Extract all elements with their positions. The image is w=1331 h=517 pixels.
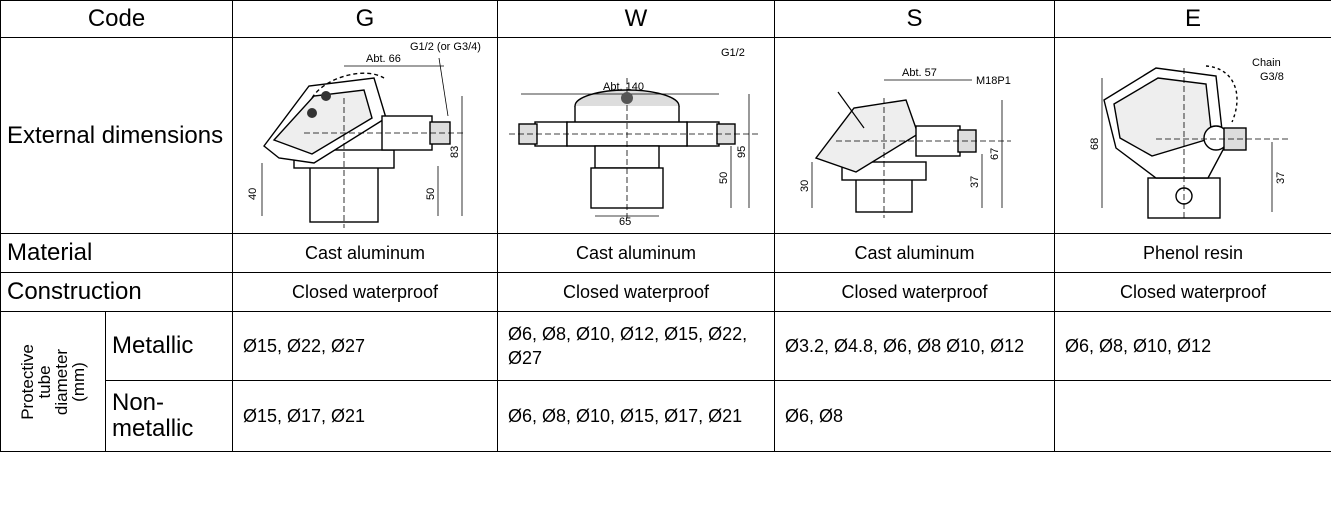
w-top-dimension: Abt. 140 [603,81,644,93]
construction-e: Closed waterproof [1054,272,1331,312]
g-height-83: 83 [449,146,461,158]
column-header-e: E [1054,0,1331,38]
e-chain-label: Chain [1252,57,1281,69]
construction-s: Closed waterproof [774,272,1055,312]
external-dimensions-label: External dimensions [0,37,233,234]
construction-w: Closed waterproof [497,272,775,312]
g-height-50: 50 [425,188,437,200]
non-metallic-s: Ø6, Ø8 [774,380,1055,452]
w-thread-label: G1/2 [721,47,745,59]
w-height-50: 50 [718,172,730,184]
protective-tube-label-cell: Protective tube diameter (mm) [0,311,106,452]
non-metallic-label: Non-metallic [105,380,233,452]
column-header-g: G [232,0,498,38]
g-thread-label: G1/2 (or G3/4) [410,41,481,53]
non-metallic-e [1054,380,1331,452]
diagram-e: Chain G3/8 68 37 [1054,37,1331,234]
column-header-s: S [774,0,1055,38]
w-bottom-dimension: 65 [619,216,631,228]
diagram-w: Abt. 140 G1/2 50 95 65 [497,37,775,234]
construction-label: Construction [0,272,233,312]
terminal-head-w-drawing: Abt. 140 G1/2 50 95 65 [508,47,761,228]
diagram-s: Abt. 57 M18P1 30 37 67 [774,37,1055,234]
g-top-dimension: Abt. 66 [366,53,401,65]
s-thread-label: M18P1 [976,75,1011,87]
s-height-30: 30 [799,180,811,192]
terminal-head-g-drawing: Abt. 66 G1/2 (or G3/4) 40 50 83 [247,41,481,228]
construction-g: Closed waterproof [232,272,498,312]
metallic-e: Ø6, Ø8, Ø10, Ø12 [1054,311,1331,381]
material-label: Material [0,233,233,273]
material-e: Phenol resin [1054,233,1331,273]
metallic-s: Ø3.2, Ø4.8, Ø6, Ø8 Ø10, Ø12 [774,311,1055,381]
material-g: Cast aluminum [232,233,498,273]
metallic-label: Metallic [105,311,233,381]
terminal-head-e-drawing: Chain G3/8 68 37 [1089,57,1291,220]
metallic-w: Ø6, Ø8, Ø10, Ø12, Ø15, Ø22, Ø27 [497,311,775,381]
s-height-67: 67 [989,148,1001,160]
w-height-95: 95 [736,146,748,158]
e-height-37: 37 [1275,172,1287,184]
code-header: Code [0,0,233,38]
protective-tube-label: Protective tube diameter (mm) [18,343,88,420]
non-metallic-g: Ø15, Ø17, Ø21 [232,380,498,452]
non-metallic-w: Ø6, Ø8, Ø10, Ø15, Ø17, Ø21 [497,380,775,452]
column-header-w: W [497,0,775,38]
g-height-40: 40 [247,188,259,200]
terminal-head-spec-table: Code G W S E External dimensions [0,0,1331,452]
material-s: Cast aluminum [774,233,1055,273]
e-height-68: 68 [1089,138,1101,150]
s-height-37: 37 [969,176,981,188]
material-w: Cast aluminum [497,233,775,273]
diagram-g: Abt. 66 G1/2 (or G3/4) 40 50 83 [232,37,498,234]
e-thread-label: G3/8 [1260,71,1284,83]
terminal-head-s-drawing: Abt. 57 M18P1 30 37 67 [799,67,1011,218]
metallic-g: Ø15, Ø22, Ø27 [232,311,498,381]
s-top-dimension: Abt. 57 [902,67,937,79]
